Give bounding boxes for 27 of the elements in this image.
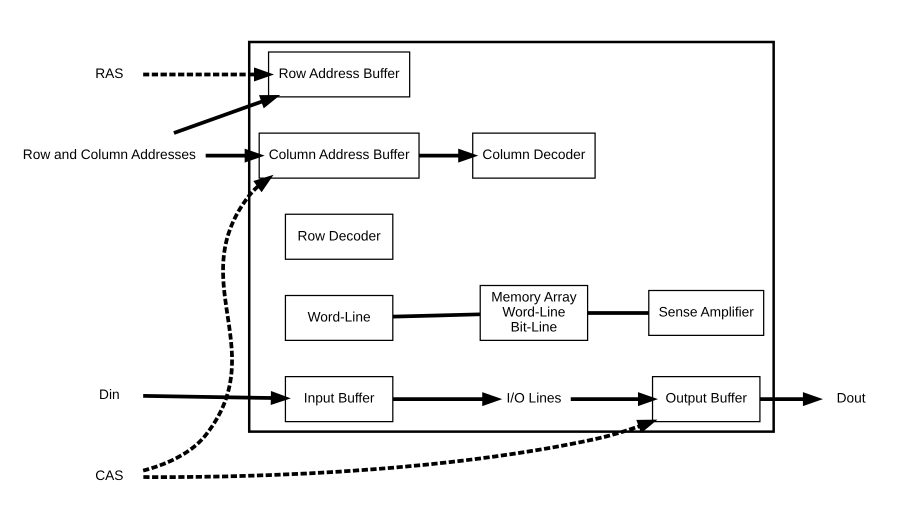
node-box: Row Address Buffer [268, 50, 410, 98]
connector [392, 312, 480, 318]
arrow [392, 392, 502, 406]
node-box: Output Buffer [652, 376, 761, 422]
arrow [760, 392, 823, 406]
node-box: Sense Amplifier [648, 289, 764, 336]
node-box: Row Decoder [284, 213, 394, 260]
node-box: Column Decoder [472, 132, 596, 178]
arrow [206, 148, 265, 162]
arrow [419, 148, 478, 162]
node-box: Input Buffer [284, 376, 394, 422]
node-text: Row and Column Addresses [22, 146, 196, 162]
arrow [143, 66, 274, 81]
arrow [142, 174, 274, 472]
arrow [173, 94, 280, 134]
node-text: Din [99, 386, 120, 402]
node-text: RAS [95, 65, 124, 80]
connector [588, 310, 649, 314]
node-box: Memory Array Word-Line Bit-Line [480, 284, 588, 341]
arrow [143, 419, 658, 478]
node-text: CAS [95, 468, 124, 483]
arrow [570, 392, 658, 406]
node-text: I/O Lines [506, 390, 562, 406]
arrow [143, 390, 291, 405]
node-box: Column Address Buffer [258, 132, 420, 178]
node-text: Dout [836, 390, 866, 406]
node-box: Word-Line [284, 294, 394, 341]
